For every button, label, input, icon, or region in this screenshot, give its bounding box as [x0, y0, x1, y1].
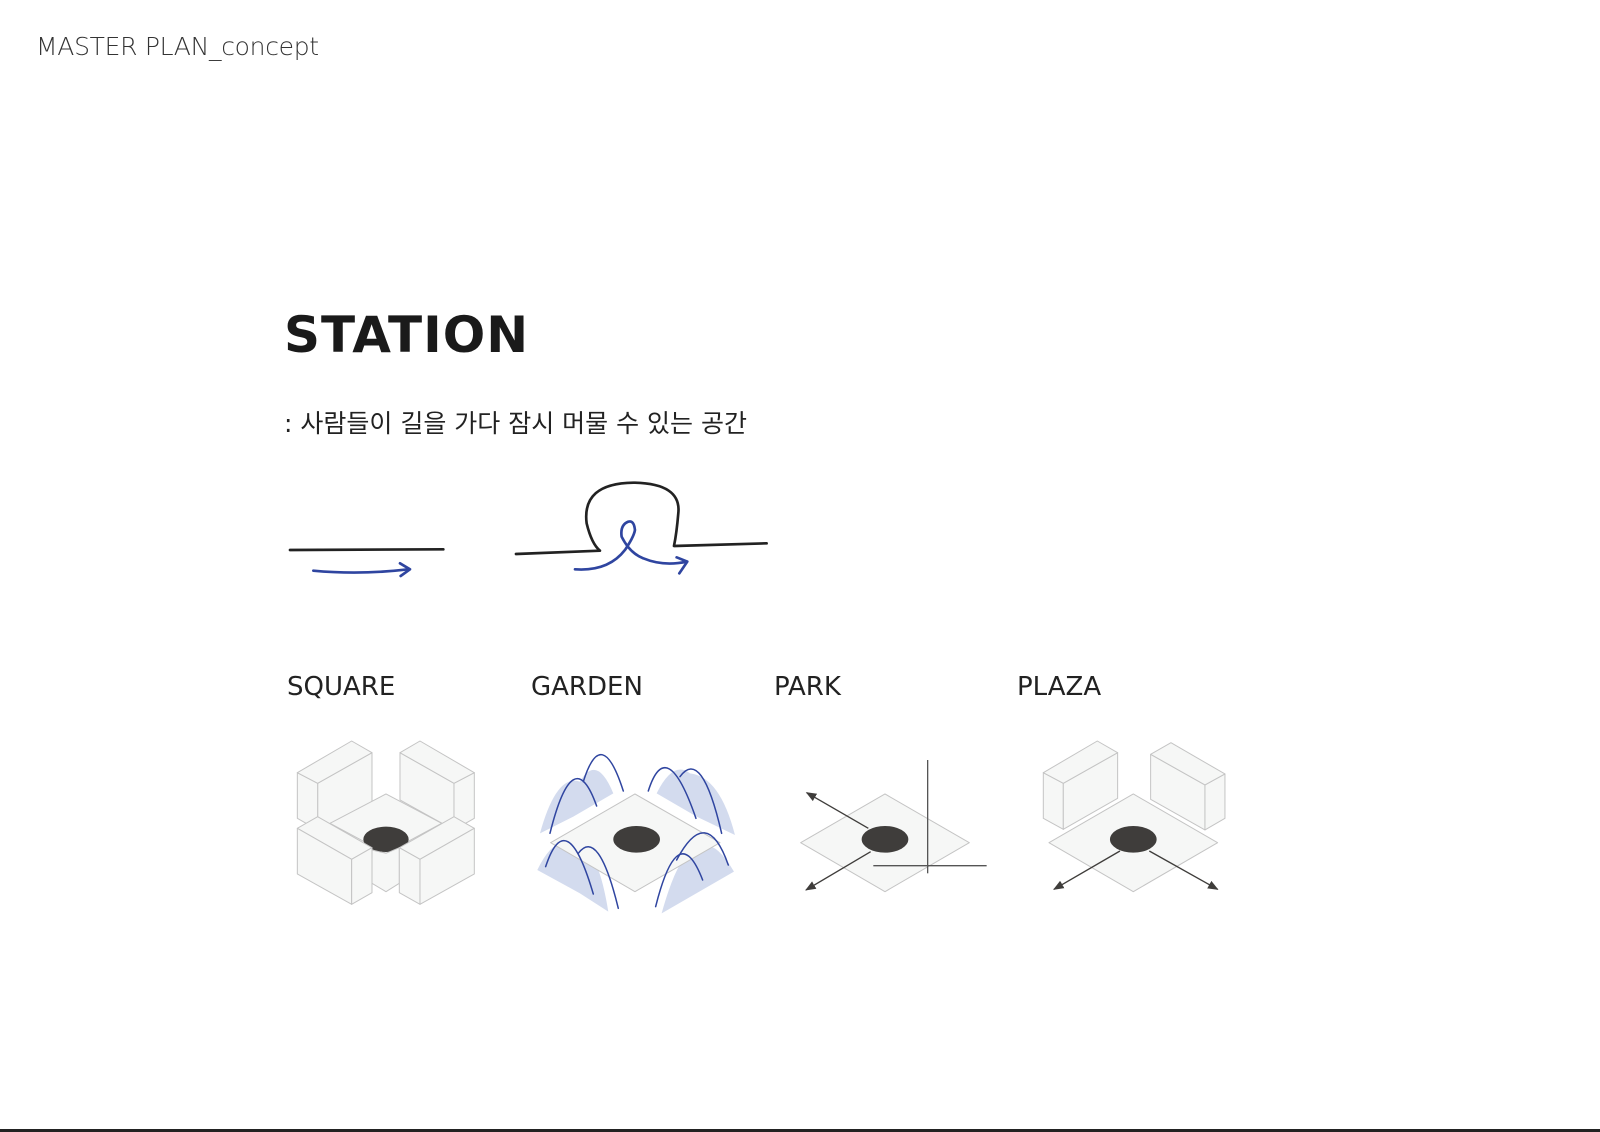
arrow-icon: [398, 561, 412, 578]
park-diagram: [800, 759, 987, 893]
label-garden: GARDEN: [531, 672, 643, 702]
arrow-icon: [1148, 850, 1219, 890]
label-plaza: PLAZA: [1017, 672, 1102, 702]
station-core-icon: [861, 825, 909, 853]
plaza-diagram: [1042, 740, 1226, 893]
arrow-icon: [675, 555, 689, 575]
bottom-divider: [0, 1129, 1600, 1132]
garden-diagram: [537, 753, 735, 914]
station-core-icon: [363, 826, 409, 852]
label-park: PARK: [774, 672, 841, 702]
station-core-icon: [1109, 825, 1157, 853]
section-title: STATION: [284, 306, 530, 364]
arrow-icon: [1053, 850, 1121, 890]
square-diagram: [296, 740, 475, 905]
label-square: SQUARE: [287, 672, 396, 702]
loop-path-diagram: [514, 481, 768, 575]
document-title: MASTER PLAN_concept: [36, 32, 319, 61]
section-subtitle: : 사람들이 길을 가다 잠시 머물 수 있는 공간: [284, 409, 747, 438]
arrow-icon: [805, 851, 871, 891]
straight-path-diagram: [288, 547, 445, 578]
station-core-icon: [613, 825, 660, 853]
arrow-icon: [805, 792, 869, 829]
